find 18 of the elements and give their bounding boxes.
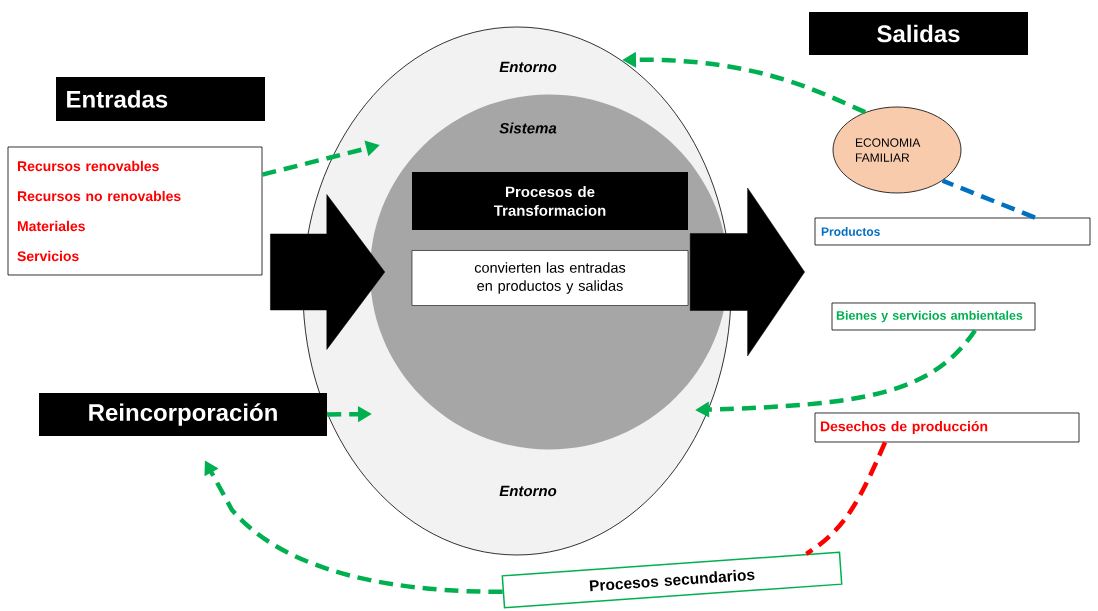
input-list-box	[7, 146, 263, 276]
list-item: Materiales	[17, 220, 85, 232]
process-box: Procesos secundarios	[501, 551, 843, 609]
connector-line	[805, 441, 888, 556]
list-item: Recursos no renovables	[17, 190, 181, 202]
output-box: Productos	[814, 217, 1091, 246]
process-box: convierten las entradas en productos y salidas	[411, 250, 689, 306]
block-arrow	[689, 187, 805, 357]
title-box: Entradas	[56, 77, 265, 121]
output-box: Desechos de producción	[814, 412, 1080, 443]
list-item: Servicios	[17, 250, 79, 262]
title-box: Reincorporación	[39, 393, 327, 436]
title-box: Salidas	[809, 12, 1028, 55]
list-item: Recursos renovables	[17, 160, 159, 172]
output-box: Bienes y servicios ambientales	[831, 302, 1036, 331]
block-arrow	[270, 194, 386, 350]
process-box: Procesos de Transformacion	[412, 172, 688, 230]
connector-line	[941, 178, 1036, 220]
